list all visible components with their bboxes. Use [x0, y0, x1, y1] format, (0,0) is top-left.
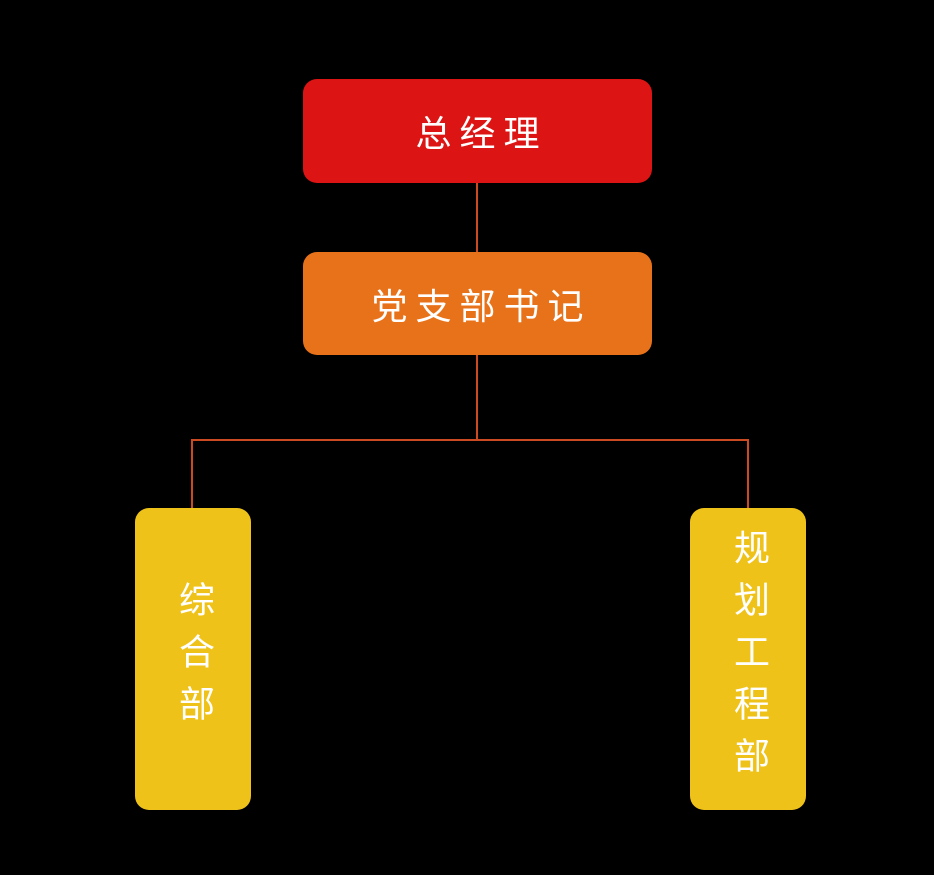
node-general-office-label: 综合部: [173, 581, 214, 737]
connector-gm-to-secretary: [476, 183, 478, 252]
node-general-office: 综合部: [135, 508, 251, 810]
connector-drop-planning-dept: [747, 439, 749, 508]
connector-horizontal-branch: [191, 439, 749, 441]
node-general-manager: 总经理: [303, 79, 652, 183]
node-general-manager-label: 总经理: [415, 114, 548, 155]
node-party-branch-secretary-label: 党支部书记: [371, 286, 592, 328]
connector-secretary-down: [476, 355, 478, 440]
node-planning-engineering-dept: 规划工程部: [690, 508, 806, 810]
node-planning-engineering-dept-label: 规划工程部: [728, 529, 769, 789]
connector-drop-general-office: [191, 439, 193, 508]
node-party-branch-secretary: 党支部书记: [303, 252, 652, 355]
